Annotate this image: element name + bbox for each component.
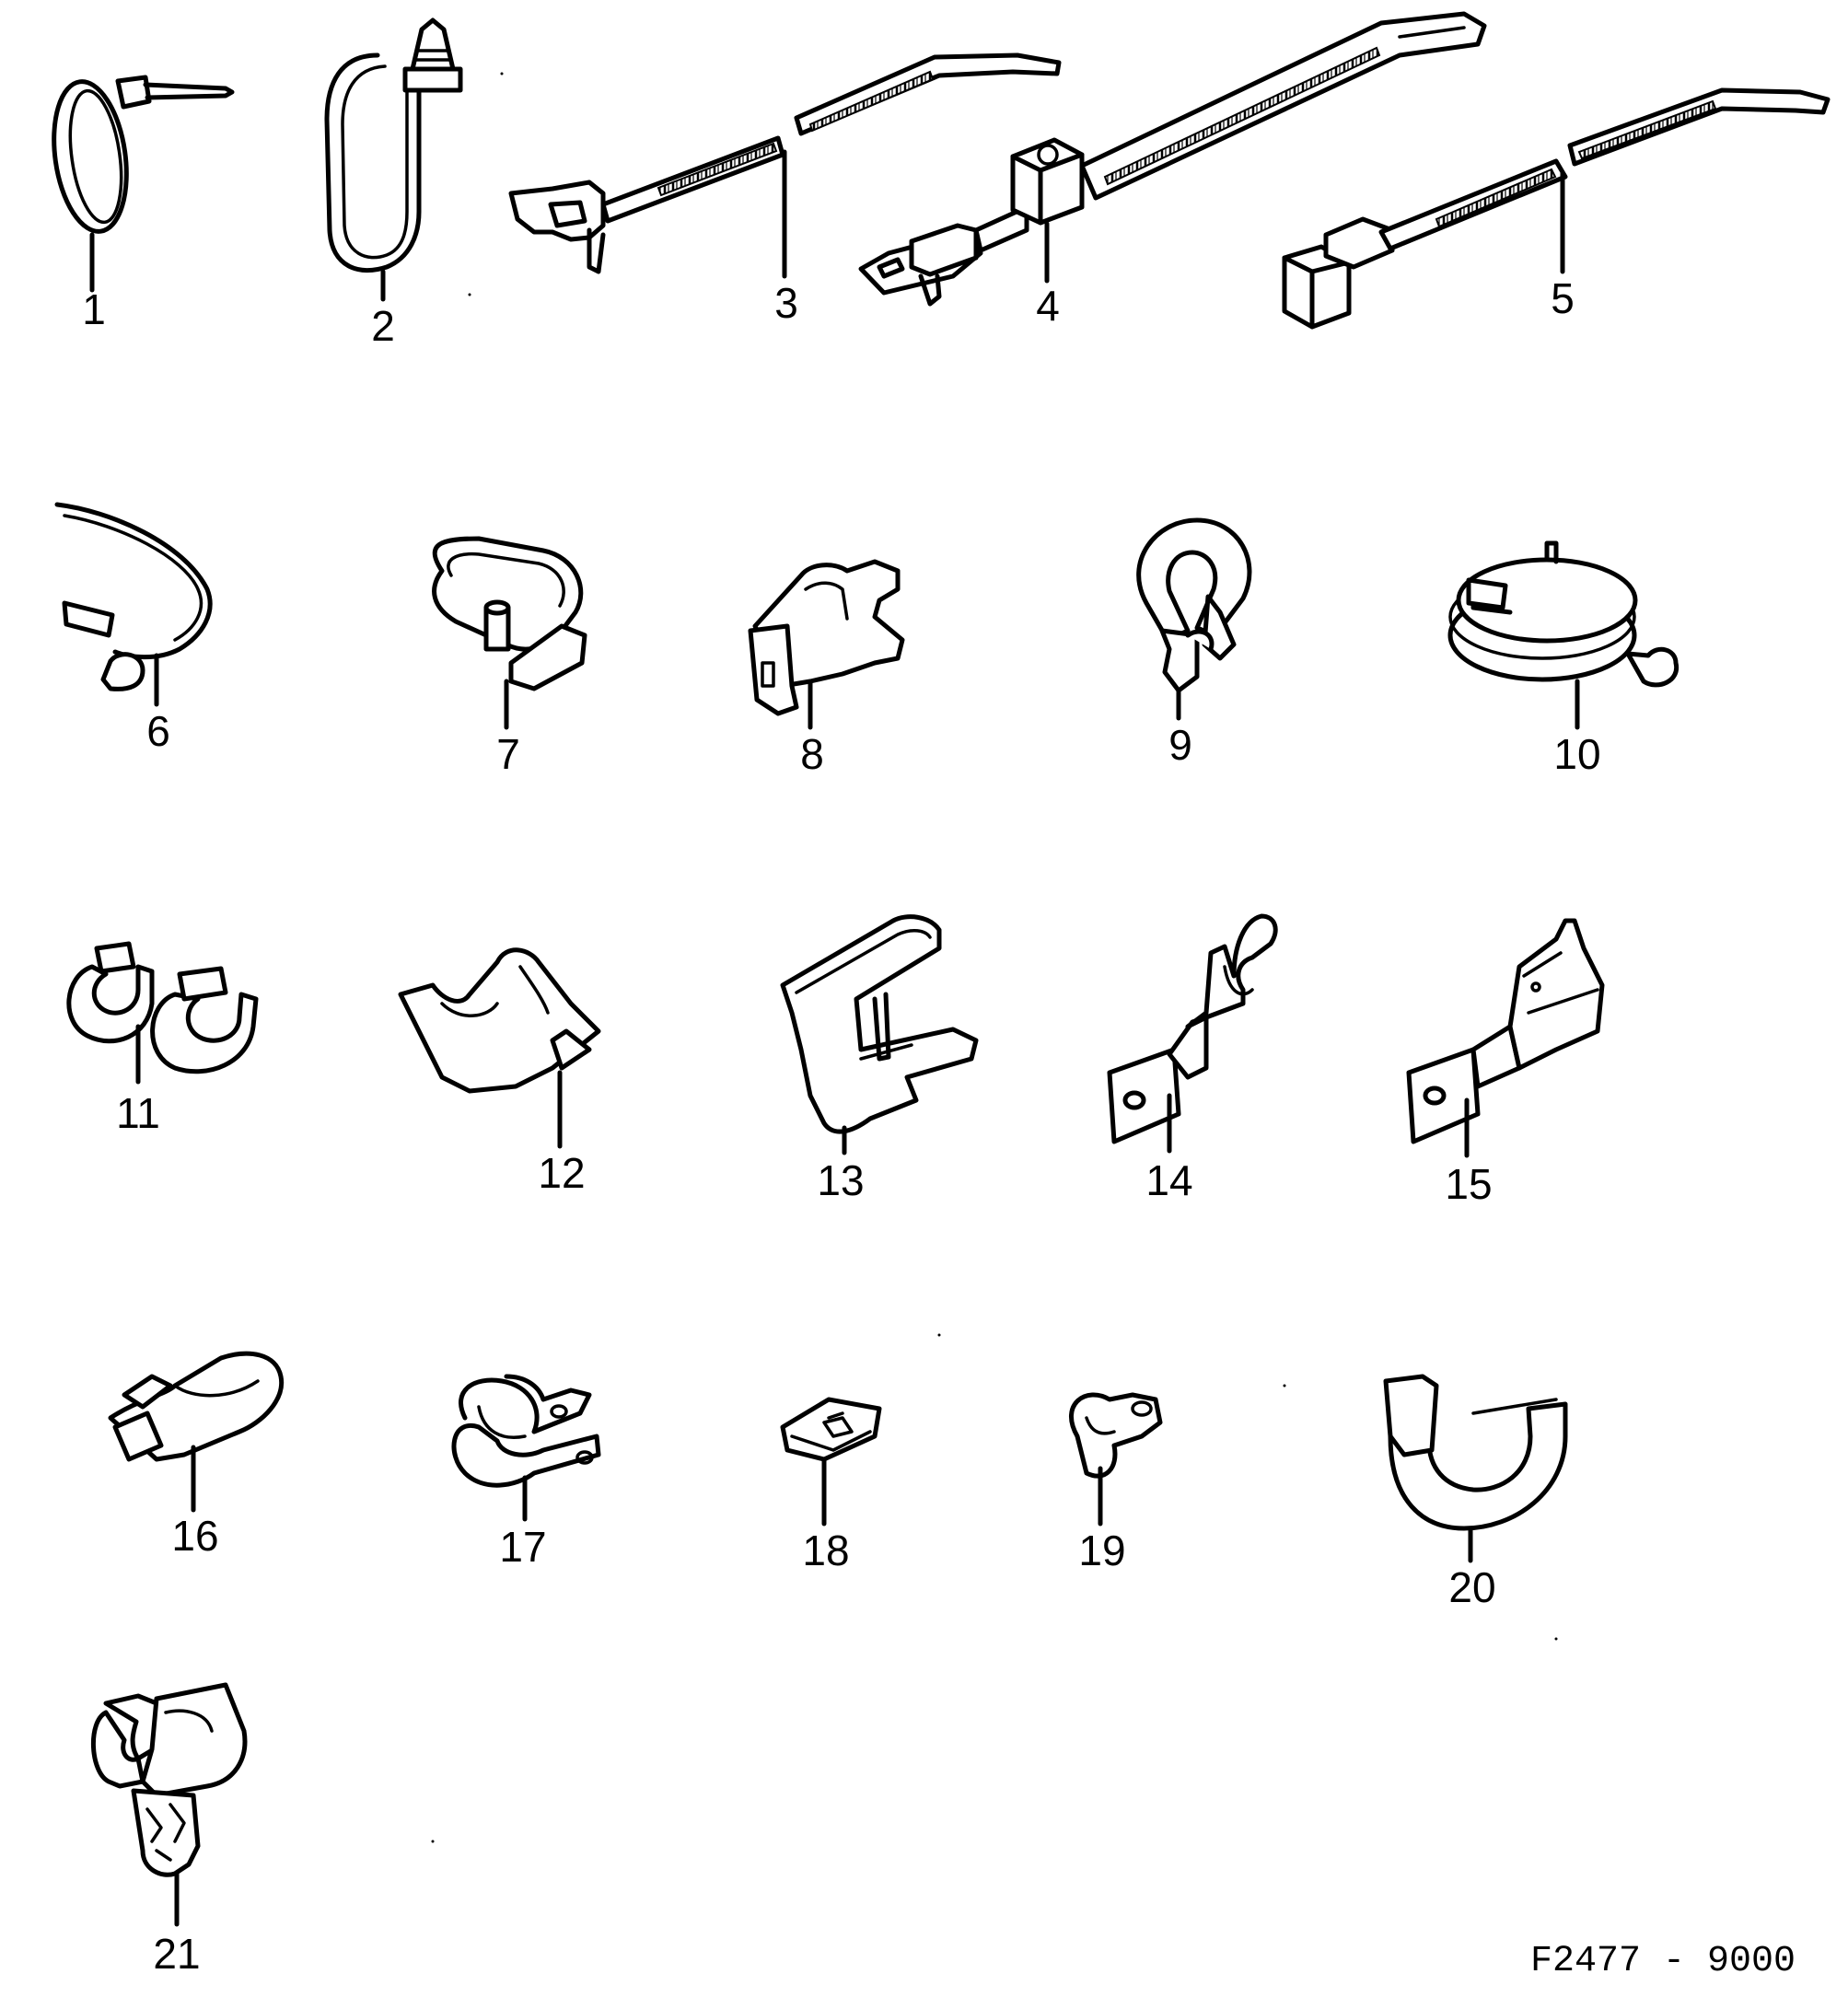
part-10-ring-clamp: 10	[1447, 540, 1679, 778]
part-14-bracket-p-clip: 14	[1107, 913, 1278, 1204]
part-3-number: 3	[774, 279, 798, 327]
part-6-number: 6	[146, 707, 170, 755]
part-8-number: 8	[800, 730, 824, 778]
part-15-number: 15	[1445, 1160, 1492, 1208]
part-21-double-push-clip: 21	[91, 1682, 248, 1978]
scan-specks	[431, 72, 1558, 1843]
part-17-number: 17	[499, 1523, 546, 1571]
part-2-push-mount-tie: 2	[324, 17, 463, 350]
part-6-strap-clip: 6	[54, 502, 213, 755]
part-11-number: 11	[116, 1089, 160, 1137]
part-11-double-clip: 11	[66, 941, 259, 1137]
part-9-push-pin-clip: 9	[1136, 517, 1252, 769]
part-12-number: 12	[538, 1149, 585, 1197]
part-20-number: 20	[1448, 1563, 1495, 1611]
part-5-block-head-tie: 5	[1282, 87, 1831, 330]
part-18-square-speed-clip: 18	[780, 1397, 882, 1574]
part-7-number: 7	[496, 730, 520, 778]
part-1-number: 1	[82, 285, 106, 333]
part-3-clip-head-tie: 3	[508, 52, 1062, 327]
part-7-oval-pin-clip: 7	[432, 536, 587, 778]
part-16-spring-clip: 16	[108, 1351, 285, 1560]
part-20-u-clamp: 20	[1383, 1374, 1568, 1611]
part-2-number: 2	[371, 302, 395, 350]
part-13-number: 13	[817, 1156, 864, 1204]
part-9-number: 9	[1168, 721, 1192, 769]
part-10-number: 10	[1553, 730, 1600, 778]
part-15-angle-bracket: 15	[1406, 918, 1605, 1208]
part-18-number: 18	[802, 1527, 849, 1574]
part-8-bracket-clip: 8	[748, 559, 905, 778]
part-19-number: 19	[1078, 1527, 1125, 1574]
part-16-number: 16	[171, 1512, 218, 1560]
part-19-p-clip: 19	[1069, 1392, 1163, 1574]
part-13-spring-hook-clip: 13	[780, 914, 979, 1204]
part-14-number: 14	[1145, 1156, 1192, 1204]
part-4-mount-base-tie: 4	[858, 11, 1487, 330]
part-4-number: 4	[1036, 282, 1060, 330]
figure-code: F2477 - 9000	[1530, 1941, 1796, 1982]
part-5-number: 5	[1551, 274, 1575, 322]
part-17-double-ear-clamp: 17	[451, 1374, 601, 1571]
part-1-cable-tie-loop: 1	[52, 75, 235, 333]
part-21-number: 21	[153, 1930, 200, 1978]
part-12-double-saddle-clip: 12	[398, 947, 601, 1197]
